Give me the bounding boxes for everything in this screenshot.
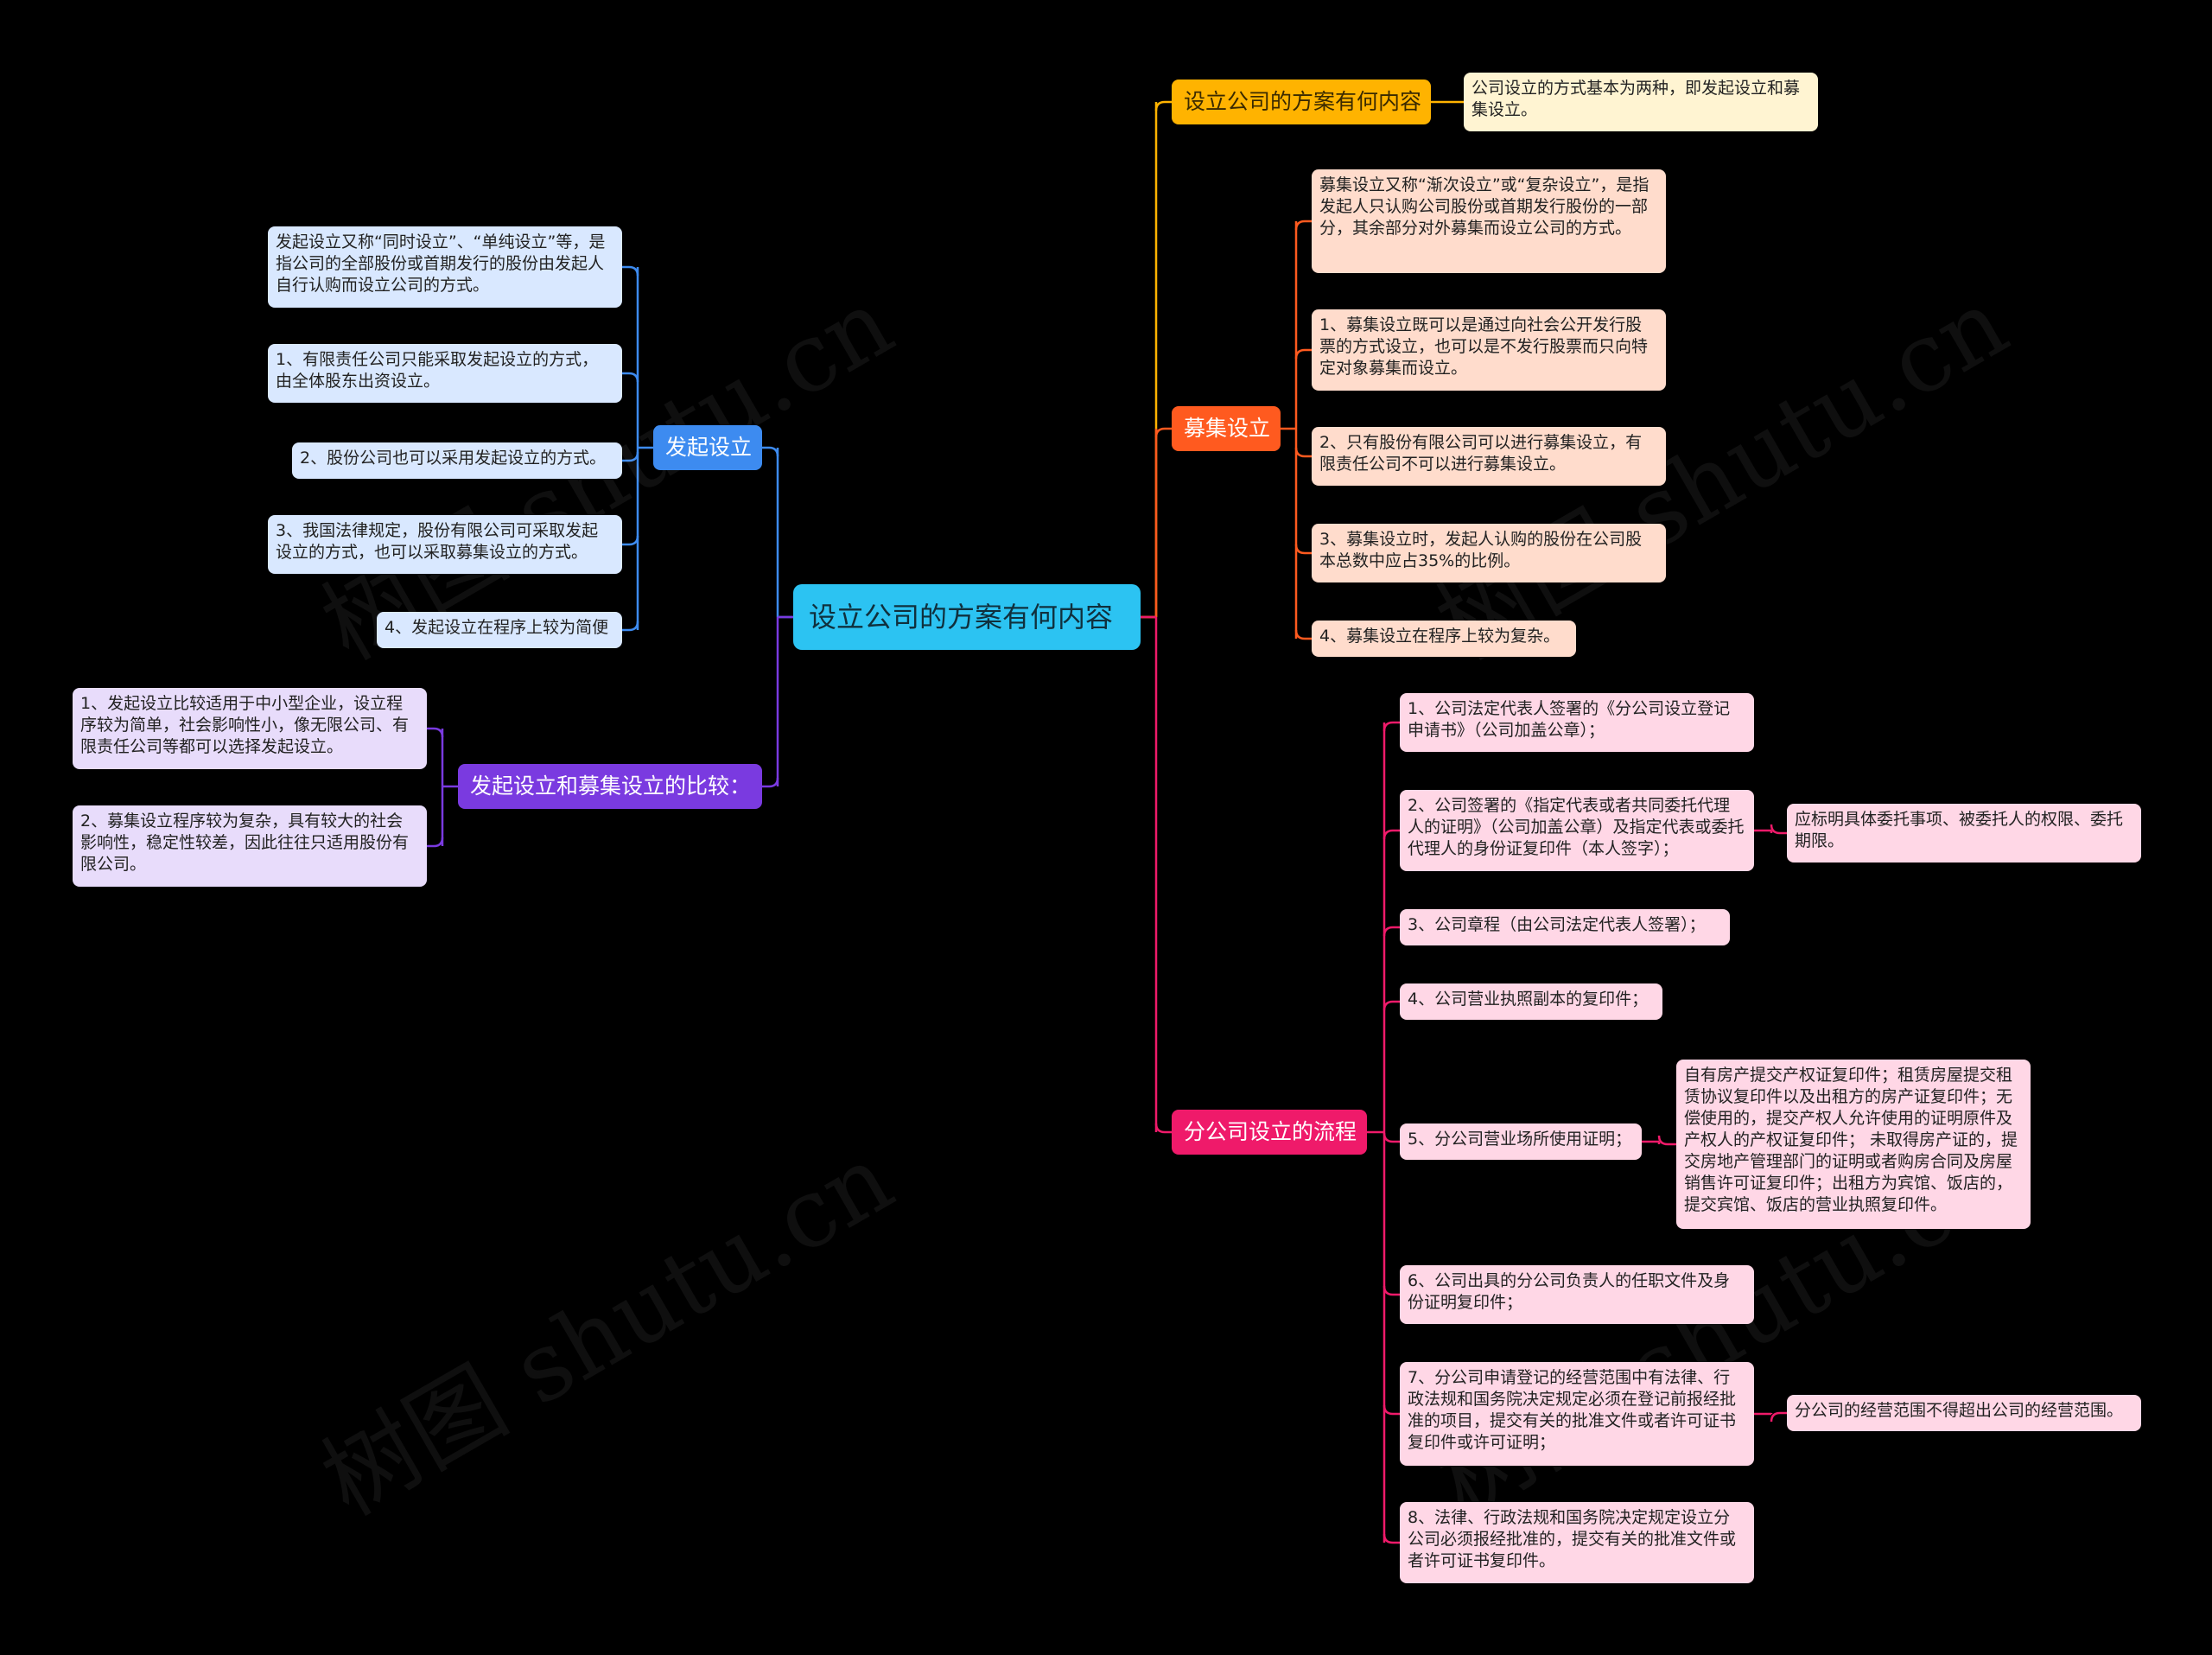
leaf-process-step-5[interactable]: 5、分公司营业场所使用证明； <box>1400 1123 1642 1160</box>
branch-promotion-establishment[interactable]: 发起设立 <box>653 425 762 470</box>
leaf-process-step-4[interactable]: 4、公司营业执照副本的复印件； <box>1400 983 1662 1020</box>
leaf-business-scope-note[interactable]: 分公司的经营范围不得超出公司的经营范围。 <box>1787 1395 2141 1431</box>
leaf-process-step-3[interactable]: 3、公司章程（由公司法定代表人签署）； <box>1400 909 1730 945</box>
branch-scheme-content[interactable]: 设立公司的方案有何内容 <box>1172 80 1431 124</box>
leaf-proxy-note[interactable]: 应标明具体委托事项、被委托人的权限、委托期限。 <box>1787 804 2141 863</box>
leaf-public-offering-4[interactable]: 4、募集设立在程序上较为复杂。 <box>1312 621 1576 657</box>
leaf-public-offering-2[interactable]: 2、只有股份有限公司可以进行募集设立，有限责任公司不可以进行募集设立。 <box>1312 427 1666 486</box>
root-topic[interactable]: 设立公司的方案有何内容 <box>793 584 1141 650</box>
leaf-two-methods[interactable]: 公司设立的方式基本为两种，即发起设立和募集设立。 <box>1464 73 1818 131</box>
branch-branch-office-process[interactable]: 分公司设立的流程 <box>1172 1110 1367 1155</box>
leaf-process-step-1[interactable]: 1、公司法定代表人签署的《分公司设立登记申请书》（公司加盖公章）； <box>1400 693 1754 752</box>
branch-comparison[interactable]: 发起设立和募集设立的比较： <box>458 764 762 809</box>
leaf-process-step-8[interactable]: 8、法律、行政法规和国务院决定规定设立分公司必须报经批准的，提交有关的批准文件或… <box>1400 1502 1754 1583</box>
leaf-promotion-1[interactable]: 1、有限责任公司只能采取发起设立的方式，由全体股东出资设立。 <box>268 344 622 403</box>
leaf-promotion-definition[interactable]: 发起设立又称“同时设立”、“单纯设立”等，是指公司的全部股份或首期发行的股份由发… <box>268 226 622 308</box>
leaf-premises-proof-detail[interactable]: 自有房产提交产权证复印件；租赁房屋提交租赁协议复印件以及出租方的房产证复印件；无… <box>1676 1060 2031 1229</box>
leaf-public-offering-1[interactable]: 1、募集设立既可以是通过向社会公开发行股票的方式设立，也可以是不发行股票而只向特… <box>1312 309 1666 391</box>
leaf-promotion-3[interactable]: 3、我国法律规定，股份有限公司可采取发起设立的方式，也可以采取募集设立的方式。 <box>268 515 622 574</box>
leaf-promotion-2[interactable]: 2、股份公司也可以采用发起设立的方式。 <box>292 442 622 479</box>
leaf-comparison-2[interactable]: 2、募集设立程序较为复杂，具有较大的社会影响性，稳定性较差，因此往往只适用股份有… <box>73 805 427 887</box>
leaf-process-step-6[interactable]: 6、公司出具的分公司负责人的任职文件及身份证明复印件； <box>1400 1265 1754 1324</box>
leaf-process-step-7[interactable]: 7、分公司申请登记的经营范围中有法律、行政法规和国务院决定规定必须在登记前报经批… <box>1400 1362 1754 1466</box>
leaf-public-offering-definition[interactable]: 募集设立又称“渐次设立”或“复杂设立”，是指发起人只认购公司股份或首期发行股份的… <box>1312 169 1666 273</box>
leaf-public-offering-3[interactable]: 3、募集设立时，发起人认购的股份在公司股本总数中应占35%的比例。 <box>1312 524 1666 582</box>
leaf-comparison-1[interactable]: 1、发起设立比较适用于中小型企业，设立程序较为简单，社会影响性小，像无限公司、有… <box>73 688 427 769</box>
leaf-promotion-4[interactable]: 4、发起设立在程序上较为简便 <box>377 612 622 648</box>
branch-public-offering[interactable]: 募集设立 <box>1172 406 1281 451</box>
leaf-process-step-2[interactable]: 2、公司签署的《指定代表或者共同委托代理人的证明》（公司加盖公章）及指定代表或委… <box>1400 790 1754 871</box>
